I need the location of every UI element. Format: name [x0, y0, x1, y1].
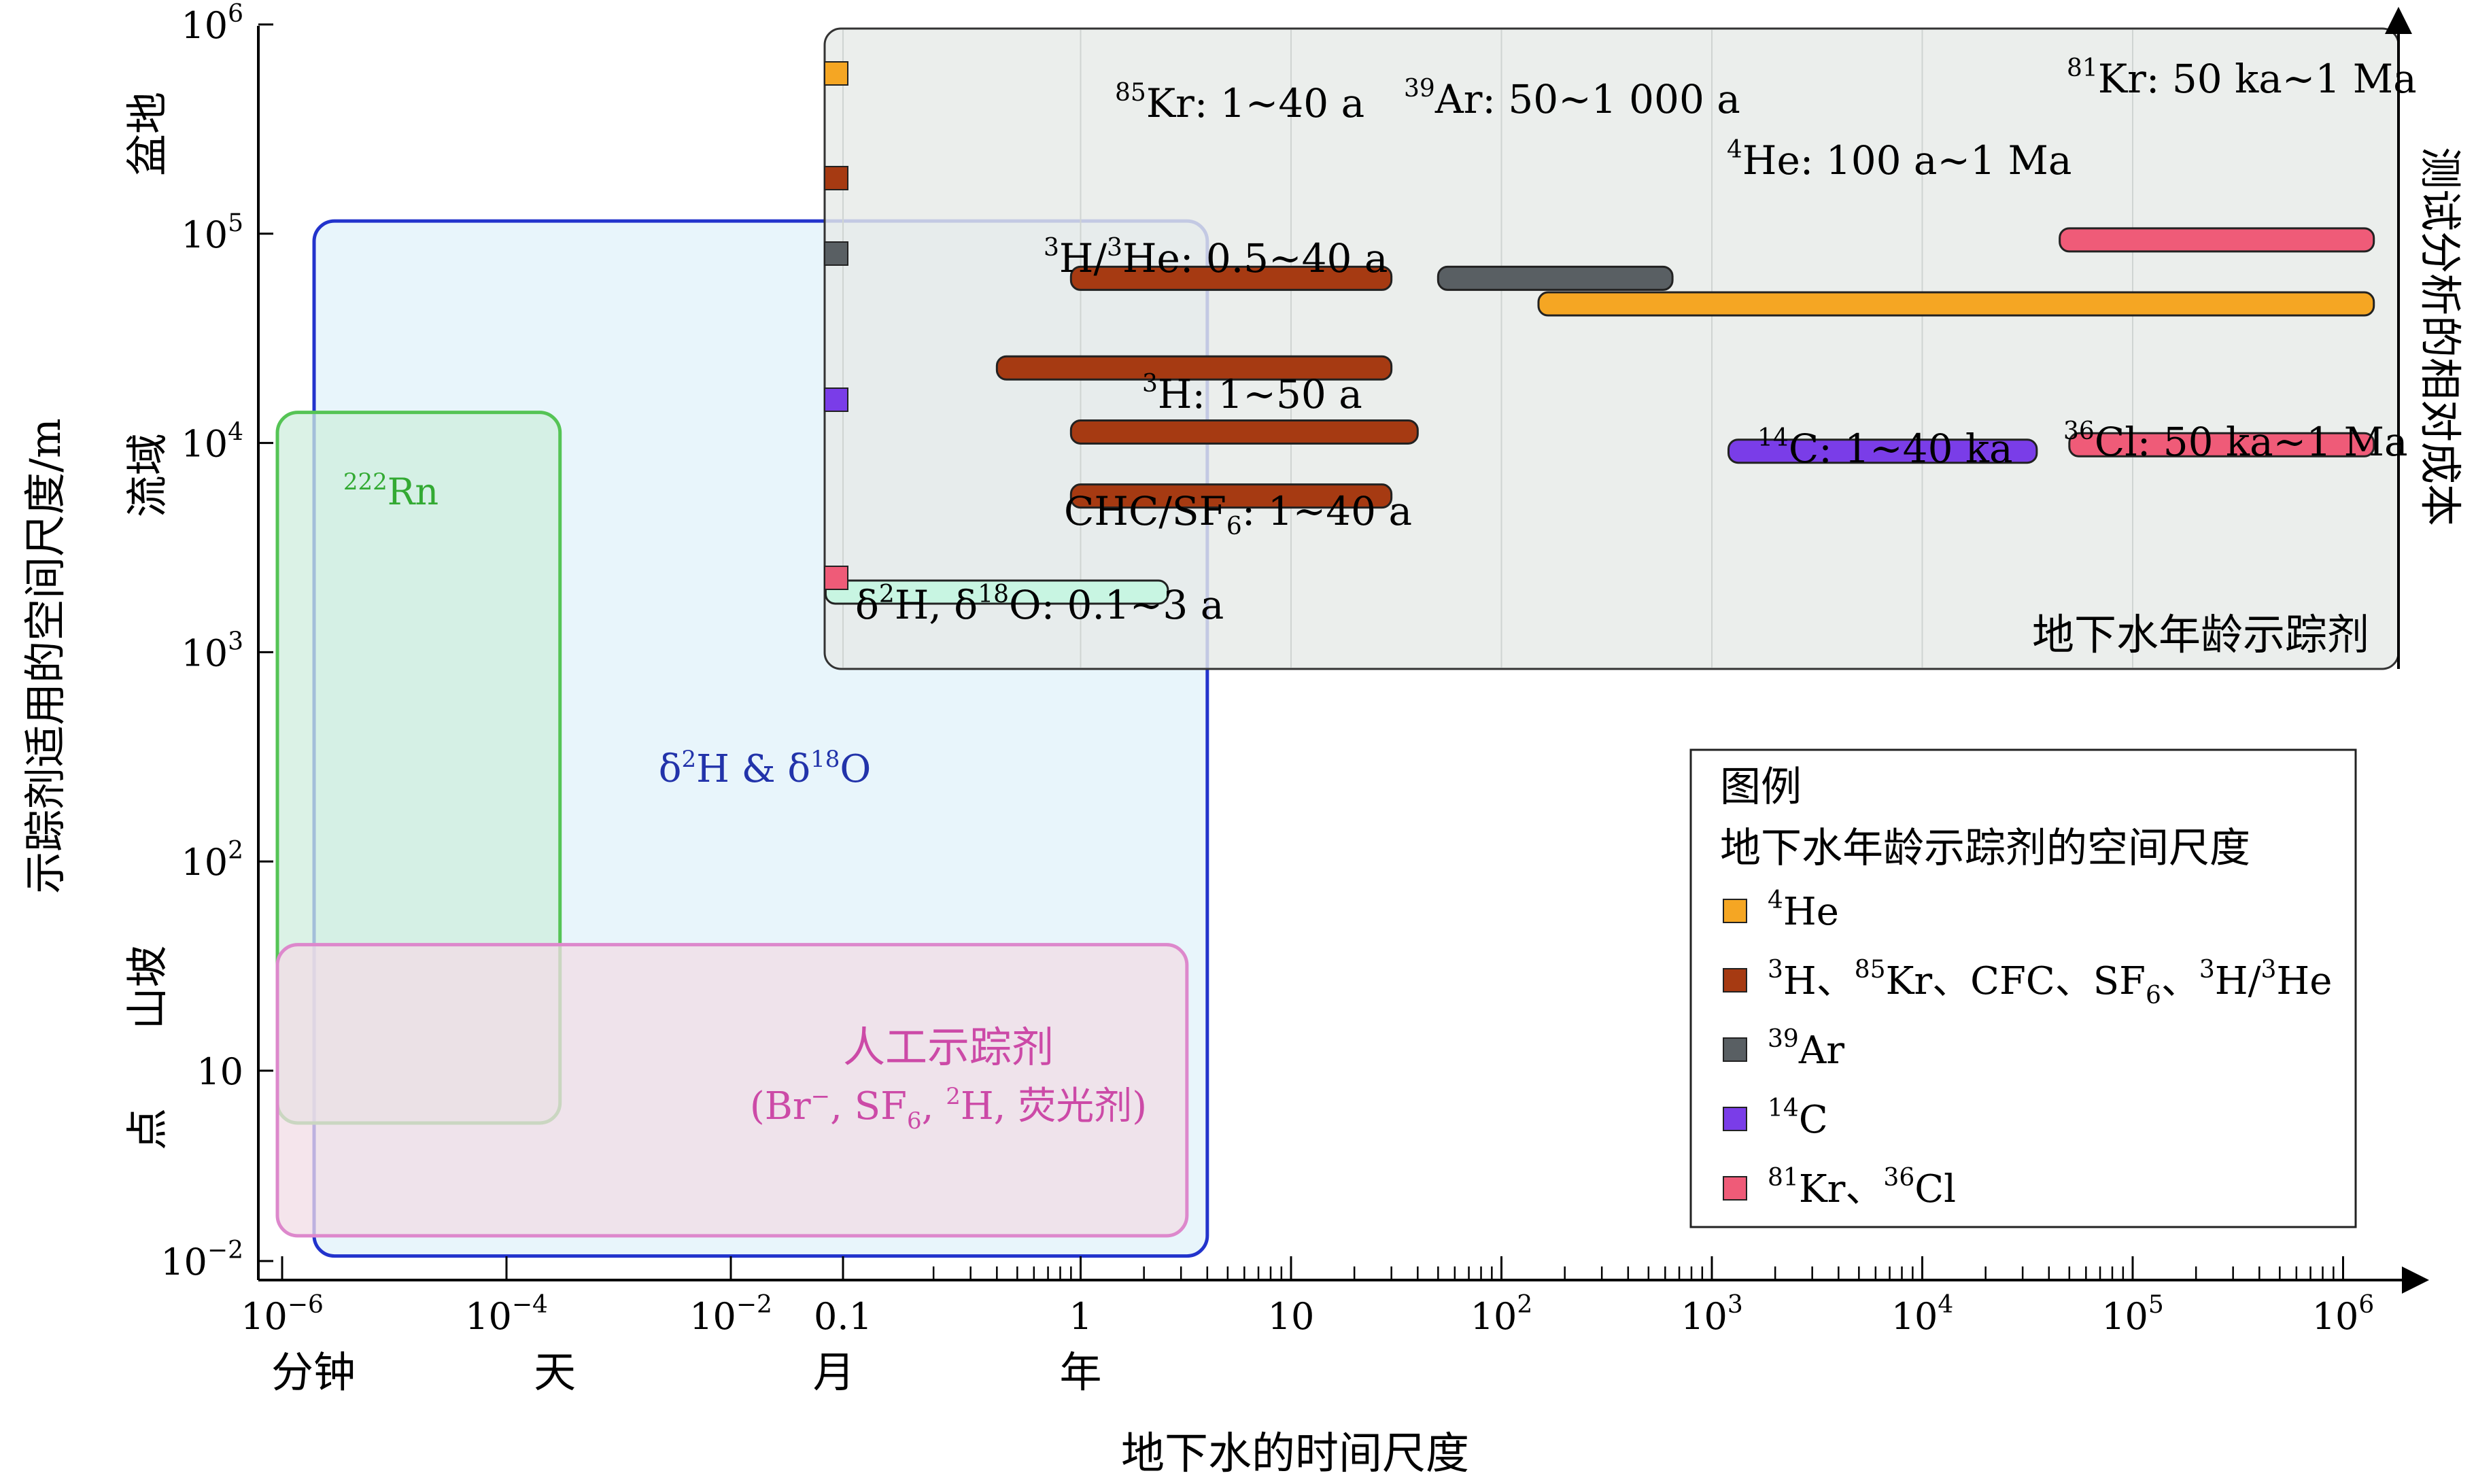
legend-swatch	[1723, 899, 1747, 923]
tracer-label-kr81: 81Kr: 50 ka~1 Ma	[2067, 54, 2417, 102]
y-tick-label: 104	[181, 419, 243, 466]
tracer-bar	[2059, 227, 2375, 253]
region-label-radon: 222Rn	[343, 468, 439, 513]
legend-swatch	[1723, 1107, 1747, 1131]
x-tick-label: 106	[2312, 1291, 2375, 1338]
cost-marker	[824, 387, 848, 412]
x-tick-label: 102	[1471, 1291, 1533, 1338]
tracer-bars	[824, 227, 2375, 605]
y-scale-label: 点	[122, 1108, 172, 1150]
tracer-panel	[823, 27, 2400, 670]
legend-title: 图例	[1720, 763, 1802, 811]
legend-swatch	[1723, 1176, 1747, 1201]
tracer-label-cl36: 36Cl: 50 ka~1 Ma	[2063, 417, 2408, 465]
x-tick-label: 103	[1681, 1291, 1743, 1338]
x-tick-label: 105	[2101, 1291, 2164, 1338]
y-tick-label: 102	[181, 837, 243, 884]
x-time-label: 年	[1059, 1347, 1101, 1397]
tracer-bar	[1069, 483, 1393, 509]
x-tick-label: 10−4	[465, 1291, 548, 1338]
tracer-bar	[1727, 438, 2038, 464]
legend-label: 81Kr、36Cl	[1768, 1164, 1956, 1211]
legend-label: 39Ar	[1768, 1025, 1844, 1073]
x-tick-label: 10−2	[689, 1291, 772, 1338]
x-time-label: 天	[534, 1347, 576, 1397]
y-tick-label: 10−2	[160, 1237, 243, 1283]
y-axis-tick-labels: 106 105 104 103 102 10 10−2	[160, 0, 243, 1283]
tracer-label-c14: 14C: 1~40 ka	[1757, 424, 2013, 472]
region-label-artificial: 人工示踪剂	[843, 1022, 1054, 1072]
legend-swatch	[1723, 1037, 1747, 1062]
y-axis-title: 示踪剂适用的空间尺度/m	[20, 418, 70, 894]
x-axis-time-labels: 分钟 天 月 年	[271, 1347, 1102, 1397]
legend-frame	[1689, 748, 2357, 1228]
tracer-label-h3: 3H: 1~50 a	[1142, 370, 1362, 417]
y-tick-label: 105	[181, 209, 243, 256]
tracer-bar	[1069, 419, 1419, 445]
legend: 图例 地下水年龄示踪剂的空间尺度 4He 3H、85Kr、CFC、SF6、3H/3…	[1689, 748, 2357, 1228]
tracer-bar	[1069, 265, 1393, 291]
x-tick-label: 10−6	[241, 1291, 324, 1338]
legend-label: 14C	[1768, 1094, 1828, 1142]
tracer-bar	[2068, 432, 2375, 458]
region-label-isotope: δ2H & δ18O	[659, 746, 872, 791]
y-tick-label: 103	[181, 627, 243, 674]
cost-marker	[824, 241, 848, 266]
x-tick-label: 104	[1891, 1291, 1954, 1338]
cost-markers	[824, 61, 848, 590]
y-scale-label: 流域	[122, 433, 172, 517]
x-time-label: 月	[813, 1347, 855, 1397]
tracer-label-d2h-d18o: δ2H, δ18O: 0.1~3 a	[855, 581, 1224, 628]
tracer-bar	[995, 355, 1393, 381]
tracer-panel-title: 地下水年龄示踪剂	[2032, 610, 2369, 659]
cost-marker	[824, 61, 848, 86]
region-artificial-box	[275, 943, 1189, 1238]
legend-subtitle: 地下水年龄示踪剂的空间尺度	[1720, 825, 2250, 872]
tracer-label-h3he3: 3H/3He: 0.5~40 a	[1044, 234, 1388, 281]
legend-label: 4He	[1768, 886, 1839, 934]
y-scale-label: 山坡	[122, 946, 172, 1030]
cost-marker	[824, 166, 848, 190]
tracer-bar	[1537, 291, 2375, 317]
x-tick-label: 0.1	[814, 1295, 872, 1338]
legend-swatch	[1723, 968, 1747, 993]
legend-label: 3H、85Kr、CFC、SF6、3H/3He	[1768, 956, 2332, 1010]
y-tick-label: 10	[196, 1050, 243, 1093]
right-axis-title: 测试分析的相对成本	[2415, 147, 2465, 526]
y-axis-ticks	[258, 23, 273, 1262]
tracer-label-he4: 4He: 100 a~1 Ma	[1727, 136, 2071, 184]
tracer-bar	[1437, 265, 1674, 291]
x-axis-tick-labels: 10−6 10−4 10−2 0.1 1 10 102 103 104 105 106	[241, 1291, 2374, 1338]
x-tick-label: 1	[1069, 1295, 1092, 1338]
tracer-label-kr85: 85Kr: 1~40 a	[1115, 79, 1364, 126]
x-tick-label: 10	[1268, 1295, 1315, 1338]
tracer-label-ar39: 39Ar: 50~1 000 a	[1404, 75, 1740, 122]
cost-marker	[824, 566, 848, 590]
x-axis-ticks	[281, 1256, 2344, 1280]
y-scale-label: 盆地	[122, 92, 172, 176]
x-axis-title: 地下水的时间尺度	[1121, 1429, 1469, 1479]
x-time-label: 分钟	[271, 1347, 356, 1397]
y-tick-label: 106	[181, 0, 243, 47]
tracer-labels: 85Kr: 1~40 a 39Ar: 50~1 000 a 81Kr: 50 k…	[855, 54, 2417, 659]
tracer-bar	[824, 579, 1169, 605]
panel-gridlines	[842, 30, 2133, 668]
